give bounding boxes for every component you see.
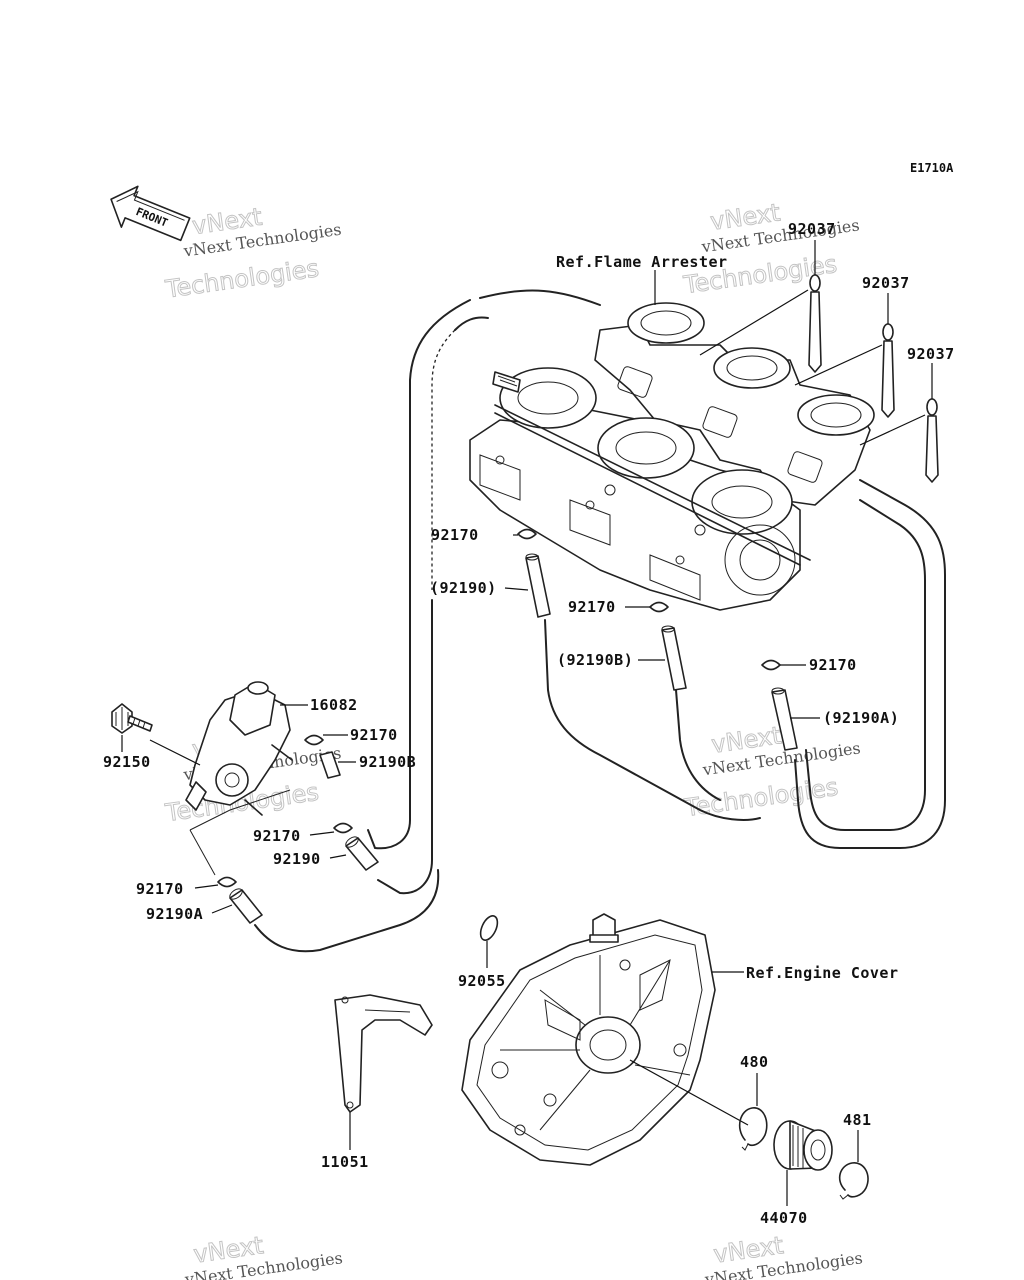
hose-92190A-paren <box>771 687 798 751</box>
clip-92170-a <box>517 528 537 540</box>
hose-92190 <box>345 836 379 871</box>
clip-92170-c <box>761 659 781 671</box>
label-11051: 11051 <box>321 1153 369 1171</box>
label-92037-c: 92037 <box>907 345 955 363</box>
label-92190B: 92190B <box>359 753 416 771</box>
label-480: 480 <box>740 1053 769 1071</box>
fuel-hose-left-loop <box>367 289 601 895</box>
label-92170-e: 92170 <box>253 827 301 845</box>
label-92170-c: 92170 <box>809 656 857 674</box>
cable-tie-92037-c <box>925 398 939 483</box>
svg-text:Technologies: Technologies <box>163 254 321 303</box>
label-92170-f: 92170 <box>136 880 184 898</box>
fuel-hose-right-loop <box>544 479 946 849</box>
label-44070: 44070 <box>760 1209 808 1227</box>
label-ref-engine-cover: Ref.Engine Cover <box>746 964 899 982</box>
diagram-code: E1710A <box>910 161 954 175</box>
label-92190A-paren: (92190A) <box>823 709 899 727</box>
label-92037-a: 92037 <box>788 220 836 238</box>
label-92190A: 92190A <box>146 905 203 923</box>
screw-92150 <box>111 703 153 734</box>
fuel-hose-lower <box>189 789 440 953</box>
o-ring-92055 <box>479 915 499 941</box>
circlip-481 <box>838 1162 869 1200</box>
label-92150: 92150 <box>103 753 151 771</box>
carburetor-assembly <box>469 302 875 611</box>
cable-tie-92037-b <box>881 323 895 418</box>
label-92190B-paren: (92190B) <box>557 651 633 669</box>
watermark-top-right: vNext vNext Technologies Technologies <box>681 198 861 300</box>
clip-92170-d <box>304 734 324 746</box>
hose-92190B <box>319 751 341 779</box>
label-ref-flame-arrester: Ref.Flame Arrester <box>556 253 728 271</box>
label-92170-d: 92170 <box>350 726 398 744</box>
hose-92190A <box>229 888 263 924</box>
cable-tie-92037-a <box>808 274 822 373</box>
label-481: 481 <box>843 1111 872 1129</box>
watermark-middle-right: vNext vNext Technologies Technologies <box>682 721 862 823</box>
hose-92190B-paren <box>661 625 687 691</box>
bearing-44070 <box>773 1120 833 1171</box>
hose-92190-paren <box>525 553 551 618</box>
circlip-480 <box>738 1107 768 1151</box>
clip-92170-f <box>217 876 237 888</box>
watermark-bottom-left: vNext vNext Technologies <box>183 1231 344 1280</box>
engine-cover <box>461 913 716 1166</box>
label-92190: 92190 <box>273 850 321 868</box>
watermark-bottom-right: vNext vNext Technologies <box>703 1231 864 1280</box>
clip-92170-e <box>333 822 353 834</box>
fuel-cock-16082 <box>185 681 293 816</box>
label-92190-paren: (92190) <box>430 579 497 597</box>
bracket-11051 <box>334 994 433 1113</box>
label-92170-a: 92170 <box>431 526 479 544</box>
watermark-top-left: vNext vNext Technologies Technologies <box>163 202 343 304</box>
label-92170-b: 92170 <box>568 598 616 616</box>
label-92037-b: 92037 <box>862 274 910 292</box>
clip-92170-b <box>649 601 669 613</box>
front-arrow-icon: FRONT <box>110 185 191 242</box>
label-92055: 92055 <box>458 972 506 990</box>
label-16082: 16082 <box>310 696 358 714</box>
